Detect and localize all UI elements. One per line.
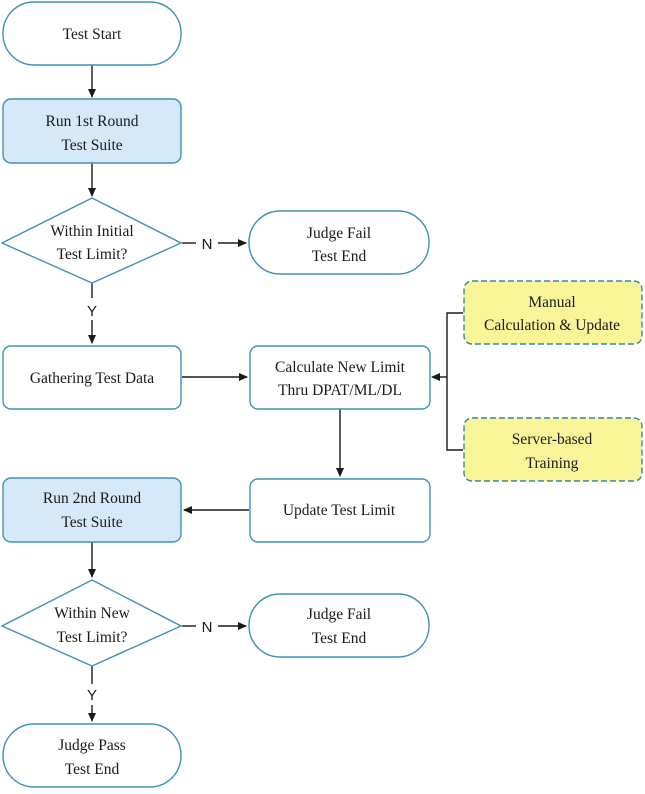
node-judge-pass-line-2: Test End: [65, 761, 120, 778]
node-judge-fail-2-line-1: Judge Fail: [307, 606, 371, 623]
node-within-initial-decision: Within Initial Test Limit?: [0, 197, 183, 284]
node-manual-calculation: Manual Calculation & Update: [463, 280, 643, 345]
node-manual-line-2: Calculation & Update: [484, 317, 620, 334]
yes-label-1: Y: [87, 303, 97, 320]
node-run-2nd-round-line-1: Run 2nd Round: [43, 490, 141, 507]
edge-labels: N Y N Y: [87, 236, 212, 704]
yes-label-2: Y: [87, 687, 97, 704]
node-within-initial-line-1: Within Initial: [50, 223, 133, 240]
node-run-2nd-round-line-2: Test Suite: [61, 514, 122, 531]
no-label-2: N: [202, 619, 213, 636]
node-judge-fail-2-line-2: Test End: [312, 630, 367, 647]
node-run-2nd-round: Run 2nd Round Test Suite: [2, 477, 182, 543]
node-judge-fail-2: Judge Fail Test End: [248, 593, 430, 658]
node-within-new-decision: Within New Test Limit?: [0, 579, 183, 667]
node-within-new-line-1: Within New: [54, 605, 130, 622]
node-calculate-line-2: Thru DPAT/ML/DL: [278, 382, 402, 399]
node-within-new-line-2: Test Limit?: [57, 629, 128, 646]
node-judge-fail-1-line-2: Test End: [312, 248, 367, 265]
node-calculate-new-limit: Calculate New Limit Thru DPAT/ML/DL: [249, 345, 431, 410]
node-calculate-line-1: Calculate New Limit: [275, 359, 406, 376]
node-update-test-limit: Update Test Limit: [249, 478, 431, 543]
node-within-initial-line-2: Test Limit?: [57, 246, 128, 263]
node-run-1st-round-line-1: Run 1st Round: [45, 113, 138, 130]
node-manual-line-1: Manual: [528, 294, 575, 311]
node-run-1st-round-line-2: Test Suite: [61, 137, 122, 154]
node-gathering-test-data: Gathering Test Data: [2, 345, 182, 410]
node-server-line-1: Server-based: [512, 431, 593, 448]
node-test-start-line-1: Test Start: [63, 26, 122, 43]
edges: [88, 65, 463, 722]
node-run-1st-round: Run 1st Round Test Suite: [2, 98, 182, 164]
node-server-based-training: Server-based Training: [463, 417, 643, 482]
node-judge-fail-1: Judge Fail Test End: [248, 210, 430, 275]
node-server-line-2: Training: [526, 455, 579, 472]
node-judge-pass-line-1: Judge Pass: [58, 737, 126, 754]
node-judge-pass: Judge Pass Test End: [2, 723, 182, 788]
node-judge-fail-1-line-1: Judge Fail: [307, 225, 371, 242]
node-test-start: Test Start: [2, 1, 182, 66]
edge-manual-server-bracket: [446, 312, 463, 451]
no-label-1: N: [202, 236, 213, 253]
node-gathering-line-1: Gathering Test Data: [30, 370, 154, 387]
node-update-line-1: Update Test Limit: [283, 502, 396, 519]
